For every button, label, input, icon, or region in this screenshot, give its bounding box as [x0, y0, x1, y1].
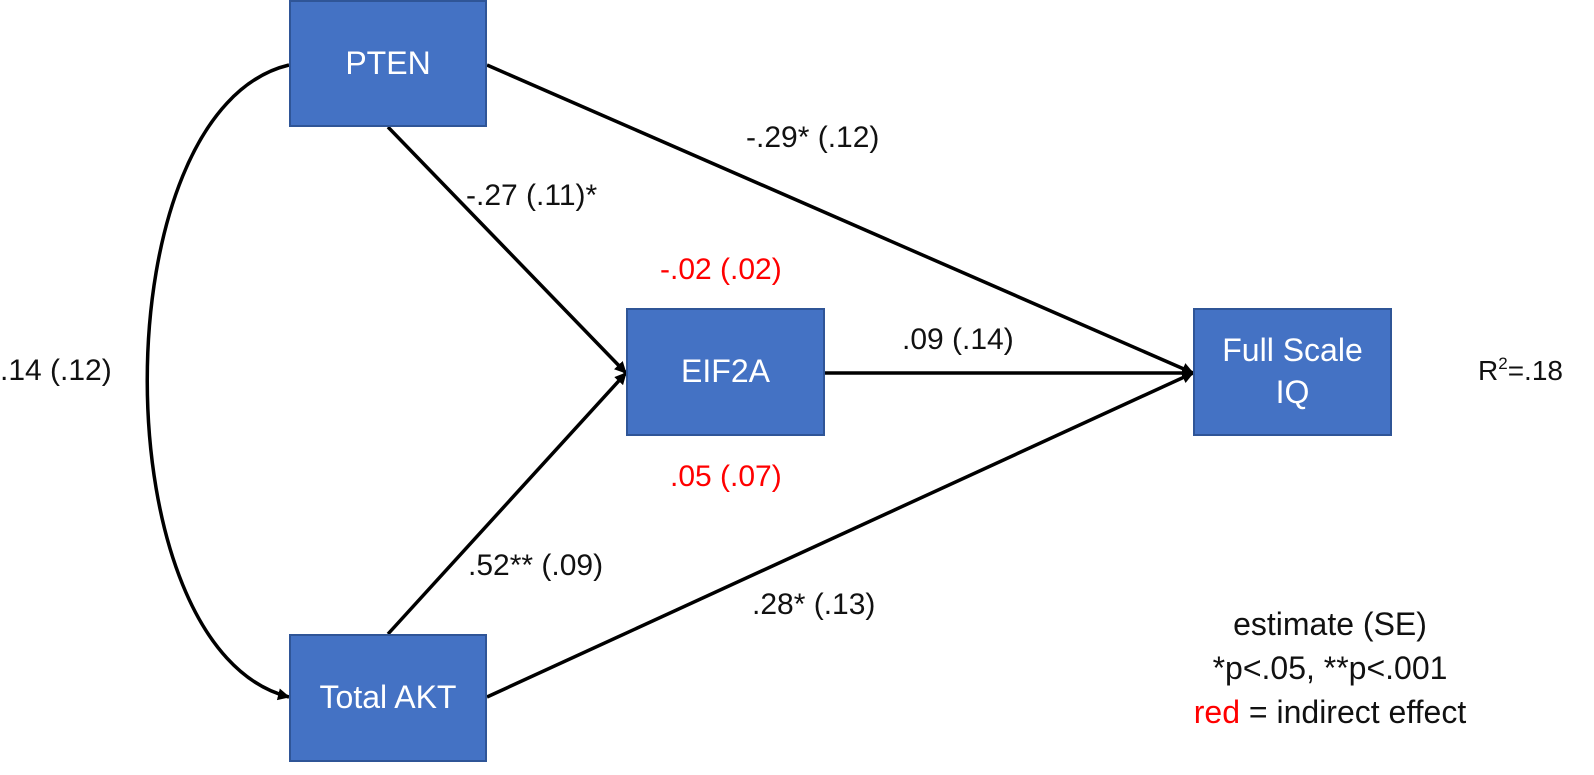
- legend-line-1: estimate (SE): [1233, 606, 1427, 642]
- legend-line-2: *p<.05, **p<.001: [1212, 650, 1448, 687]
- label-eif2a-to-iq: .09 (.14): [902, 323, 1014, 356]
- node-eif2a: EIF2A: [626, 308, 825, 436]
- node-iq-label: Full Scale IQ: [1222, 332, 1363, 410]
- node-total-akt: Total AKT: [289, 634, 487, 762]
- legend-line-3: red = indirect effect: [1160, 690, 1500, 734]
- covariance-curve: [145, 56, 302, 701]
- label-covariance: .14 (.12): [0, 354, 112, 387]
- node-full-scale-iq: Full Scale IQ: [1193, 308, 1392, 436]
- arrow-akt-to-iq: [486, 371, 1194, 699]
- label-pten-to-iq: -.29* (.12): [746, 121, 880, 154]
- r-squared-sup: 2: [1498, 354, 1508, 373]
- legend: estimate (SE) *p<.05, **p<.001 red = ind…: [1160, 602, 1500, 734]
- label-indirect-akt: .05 (.07): [670, 460, 782, 493]
- legend-line-3-rest: = indirect effect: [1240, 694, 1467, 731]
- node-pten: PTEN: [289, 0, 487, 127]
- legend-red-word: red: [1193, 694, 1241, 731]
- node-pten-label: PTEN: [345, 44, 431, 81]
- arrow-akt-to-eif2a: [386, 371, 628, 636]
- label-indirect-pten: -.02 (.02): [660, 253, 782, 286]
- label-akt-to-iq: .28* (.13): [752, 588, 876, 621]
- label-akt-to-eif2a: .52** (.09): [468, 549, 604, 582]
- r-squared-label: R2=.18: [1478, 354, 1563, 387]
- node-akt-label: Total AKT: [319, 679, 457, 716]
- r-squared-prefix: R: [1478, 355, 1499, 386]
- arrow-pten-to-iq: [486, 63, 1194, 375]
- node-eif2a-label: EIF2A: [681, 353, 770, 390]
- arrow-pten-to-eif2a: [386, 125, 628, 375]
- r-squared-value: =.18: [1507, 355, 1563, 386]
- label-pten-to-eif2a: -.27 (.11)*: [466, 179, 598, 212]
